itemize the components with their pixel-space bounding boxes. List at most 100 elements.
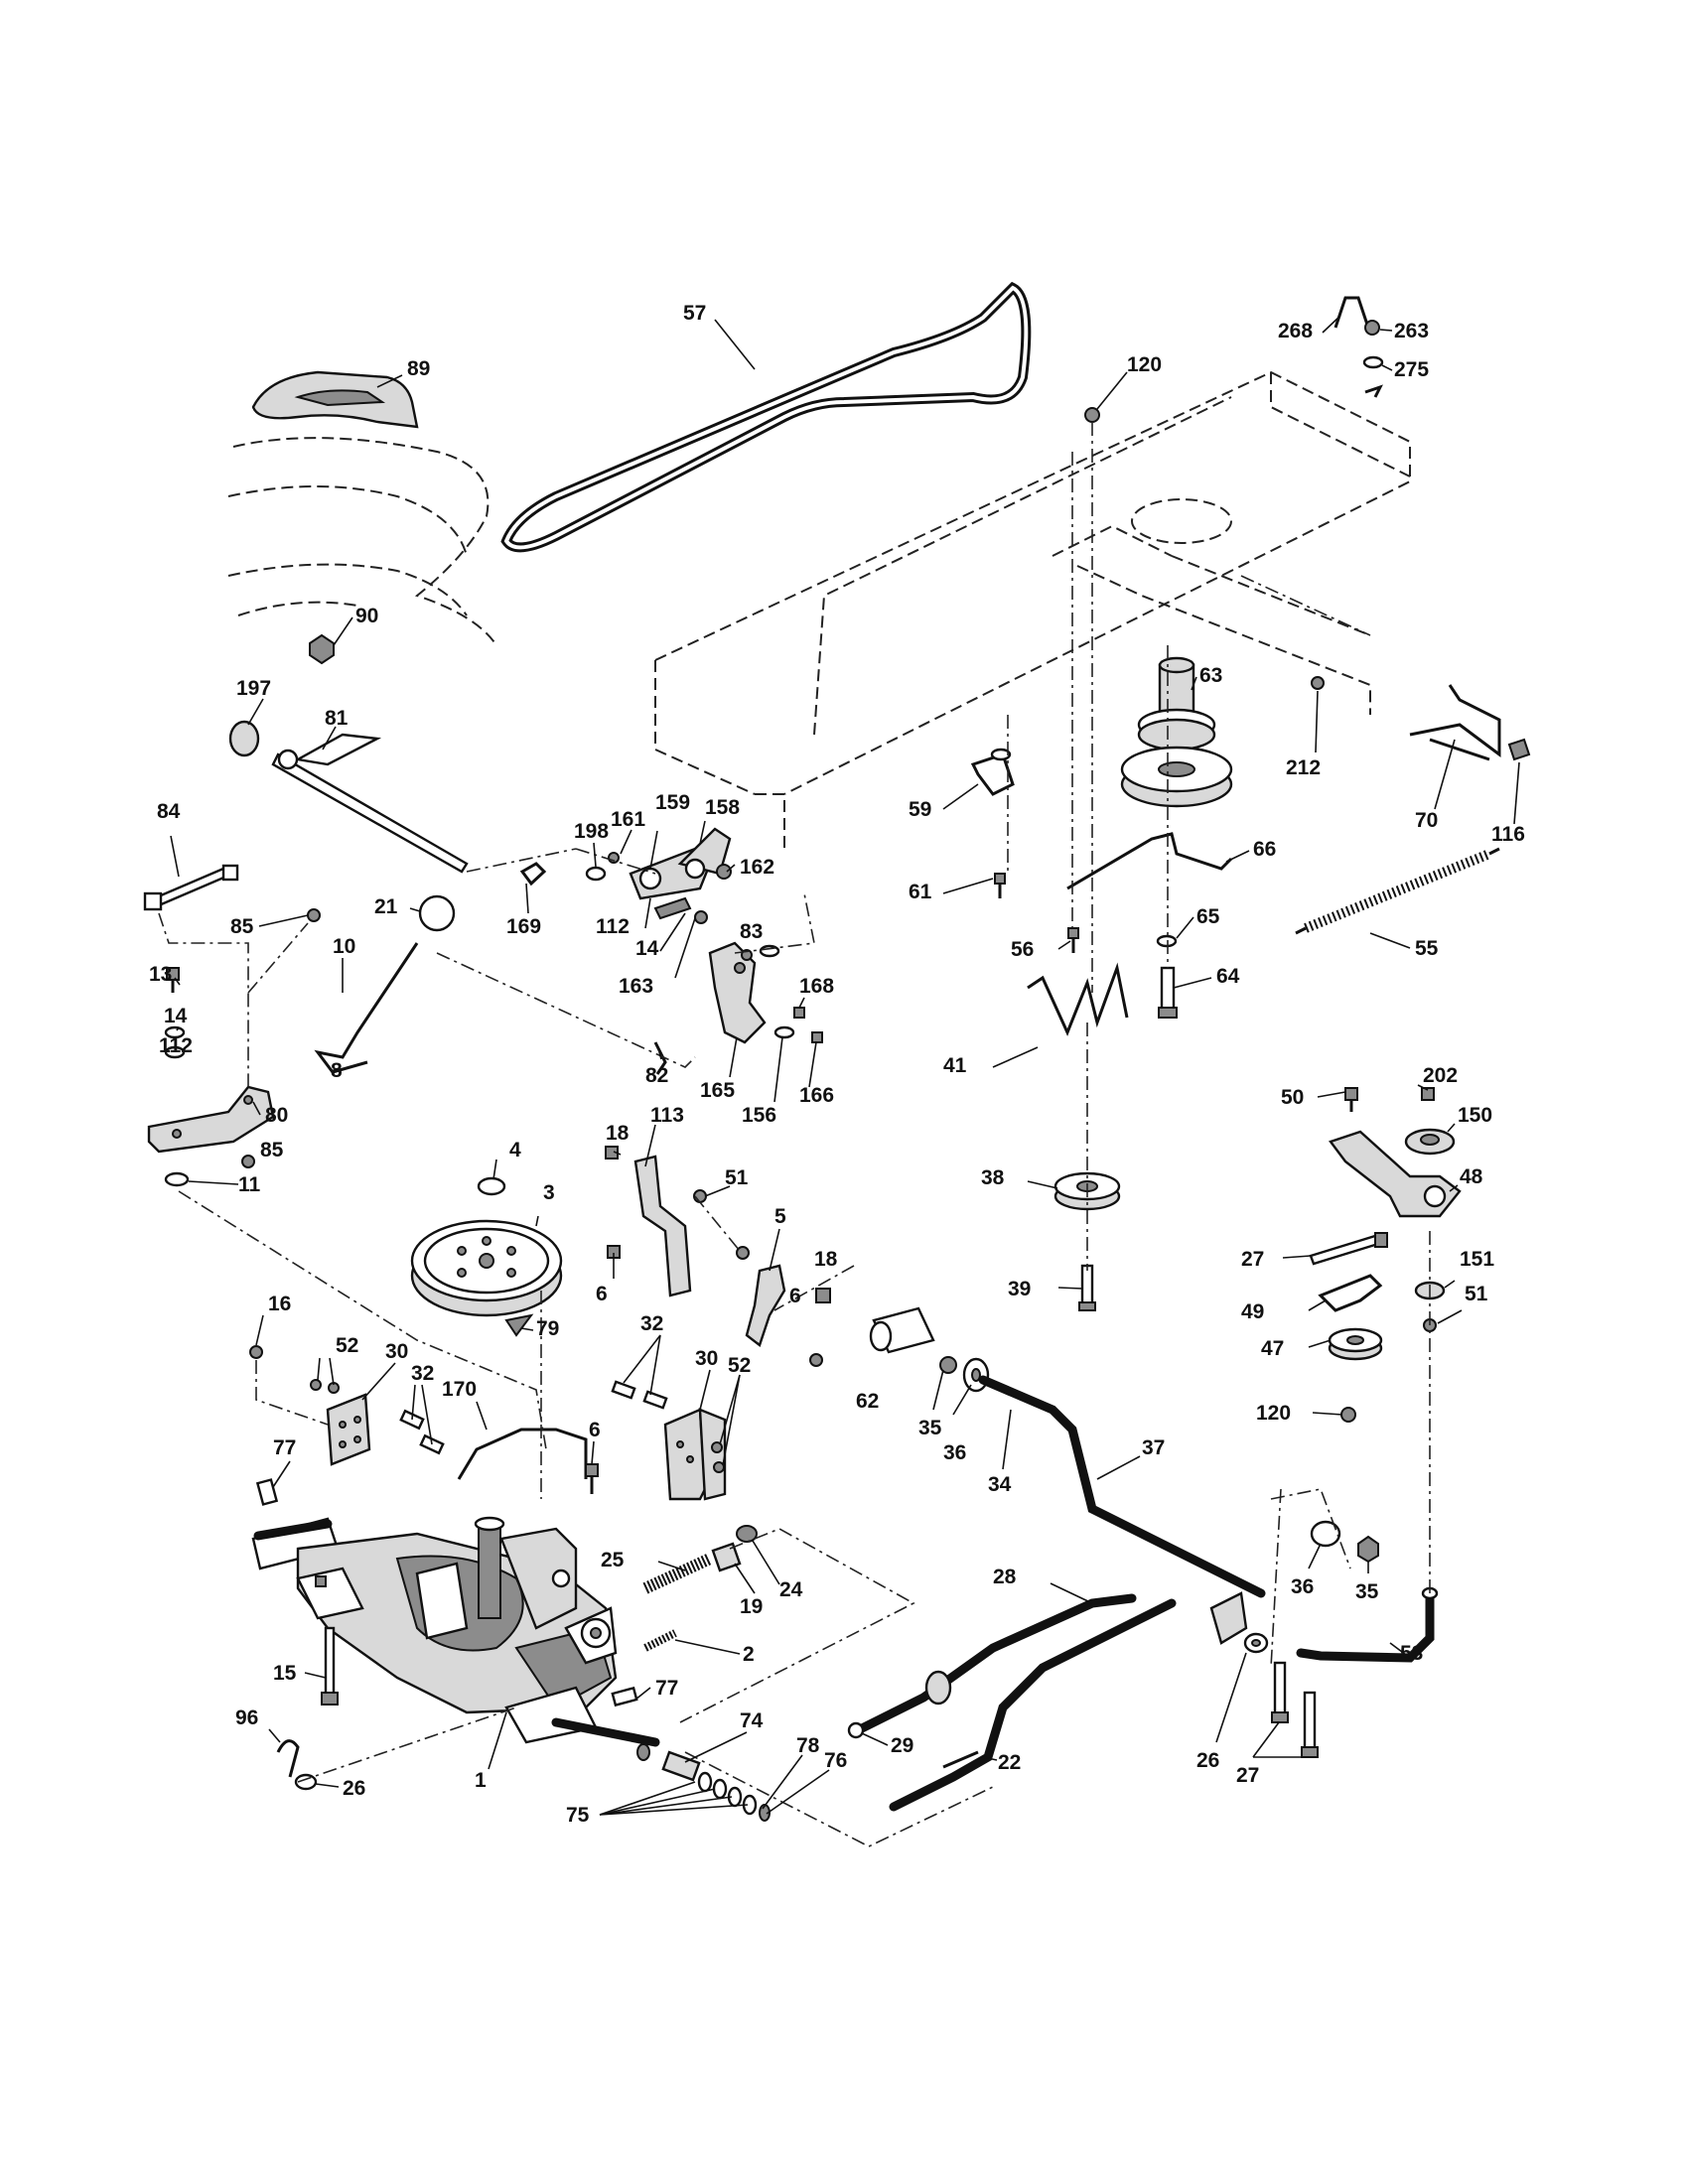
nut-120-top [1084, 407, 1100, 423]
brake-rod-28 [849, 1593, 1137, 1737]
callout-96: 96 [235, 1706, 258, 1729]
bolt-6-mid [585, 1463, 599, 1494]
bracket-26-right [1209, 1591, 1269, 1654]
callout-263: 263 [1394, 320, 1429, 342]
callout-62: 62 [856, 1390, 879, 1413]
idler-arm-41 [1027, 962, 1129, 1036]
nut-120-lower [1340, 1407, 1356, 1423]
spring-2 [643, 1629, 677, 1652]
nut-85 [307, 908, 321, 922]
callout-59: 59 [909, 798, 931, 821]
callout-116: 116 [1491, 823, 1525, 846]
callout-70: 70 [1415, 809, 1438, 832]
callout-66: 66 [1253, 838, 1276, 861]
washer-36-right [1310, 1520, 1341, 1548]
spring-55 [1295, 847, 1500, 935]
callout-275: 275 [1394, 358, 1429, 381]
bracket-113 [605, 1146, 707, 1297]
nut-35-right [1357, 1535, 1379, 1564]
nut-16 [249, 1345, 263, 1359]
callout-197: 197 [236, 677, 271, 700]
fender-outline [227, 437, 497, 646]
bolt-166 [811, 1031, 823, 1043]
callout-85-lower: 85 [260, 1139, 284, 1161]
end-29 [847, 1721, 865, 1739]
axle-hardware [636, 1743, 771, 1822]
callout-11: 11 [238, 1173, 261, 1196]
callout-268: 268 [1278, 320, 1313, 342]
callout-161: 161 [611, 808, 645, 831]
engine-pulley [1120, 656, 1233, 808]
belt-guide-wire-66 [1066, 832, 1233, 890]
callout-63: 63 [1199, 664, 1222, 687]
rod-170 [457, 1428, 588, 1480]
callout-39: 39 [1008, 1278, 1031, 1300]
callout-35: 35 [918, 1417, 942, 1439]
callout-120-lower: 120 [1256, 1402, 1291, 1425]
pedal-shaft-34 [869, 1306, 1266, 1598]
linkage-cluster [519, 827, 732, 924]
callout-30: 30 [385, 1340, 408, 1363]
transaxle [251, 1516, 660, 1747]
bracket-5 [736, 1246, 831, 1367]
callout-38: 38 [981, 1166, 1005, 1189]
callout-labels: 57 89 120 268 263 275 90 197 81 63 212 7… [149, 302, 1525, 1827]
callout-89: 89 [407, 357, 430, 380]
bolt-27-lower [1271, 1661, 1319, 1758]
key-4 [477, 1176, 506, 1196]
callout-3: 3 [543, 1181, 555, 1204]
callout-169: 169 [506, 915, 541, 938]
callout-26: 26 [1196, 1749, 1219, 1772]
callout-112-left: 112 [159, 1034, 193, 1057]
callout-1: 1 [475, 1769, 487, 1792]
pulley-47 [1328, 1327, 1383, 1361]
callout-52-right: 52 [728, 1354, 751, 1377]
callout-61: 61 [909, 881, 932, 903]
callout-90: 90 [355, 605, 378, 627]
callout-8: 8 [331, 1059, 343, 1082]
hairpin-96 [276, 1739, 300, 1778]
callout-35-right: 35 [1355, 1580, 1379, 1603]
shift-shaft [228, 720, 469, 874]
callout-64: 64 [1216, 965, 1240, 988]
callout-18-right: 18 [814, 1248, 838, 1271]
callout-168: 168 [799, 975, 834, 998]
callout-165: 165 [700, 1079, 735, 1102]
drive-belt [500, 281, 1032, 553]
pin-77-right [611, 1686, 638, 1707]
bracket-48 [1329, 1087, 1462, 1218]
callout-120: 120 [1127, 353, 1162, 376]
callout-57: 57 [683, 302, 706, 325]
callout-25: 25 [601, 1549, 625, 1571]
callout-5: 5 [774, 1205, 786, 1228]
shift-lever-cover [251, 370, 419, 429]
callout-36-right: 36 [1291, 1575, 1314, 1598]
nut-85-lower [241, 1155, 255, 1168]
callout-4: 4 [509, 1139, 521, 1161]
callout-22: 22 [998, 1751, 1021, 1774]
callout-14-left: 14 [164, 1005, 188, 1027]
shift-lever [314, 894, 456, 1074]
nut-212 [1311, 676, 1325, 690]
callout-198: 198 [574, 820, 609, 843]
washer-65 [1156, 934, 1178, 948]
callout-83: 83 [740, 920, 763, 943]
bolt-61 [994, 873, 1006, 898]
callout-32: 32 [411, 1362, 434, 1385]
brake-bracket-80 [147, 967, 275, 1154]
callout-6-mid: 6 [589, 1419, 601, 1441]
callout-18: 18 [606, 1122, 630, 1145]
callout-77-right: 77 [655, 1677, 678, 1700]
callout-162: 162 [740, 856, 774, 879]
pin-82 [653, 1041, 667, 1075]
callout-166: 166 [799, 1084, 834, 1107]
callout-50: 50 [1281, 1086, 1304, 1109]
callout-55: 55 [1415, 937, 1439, 960]
callout-28: 28 [993, 1566, 1017, 1588]
callout-16: 16 [268, 1293, 291, 1315]
callout-10: 10 [333, 935, 355, 958]
callout-76: 76 [824, 1749, 847, 1772]
transmission-pulley-3 [410, 1219, 563, 1317]
callout-151: 151 [1460, 1248, 1494, 1271]
callout-156: 156 [742, 1104, 776, 1127]
